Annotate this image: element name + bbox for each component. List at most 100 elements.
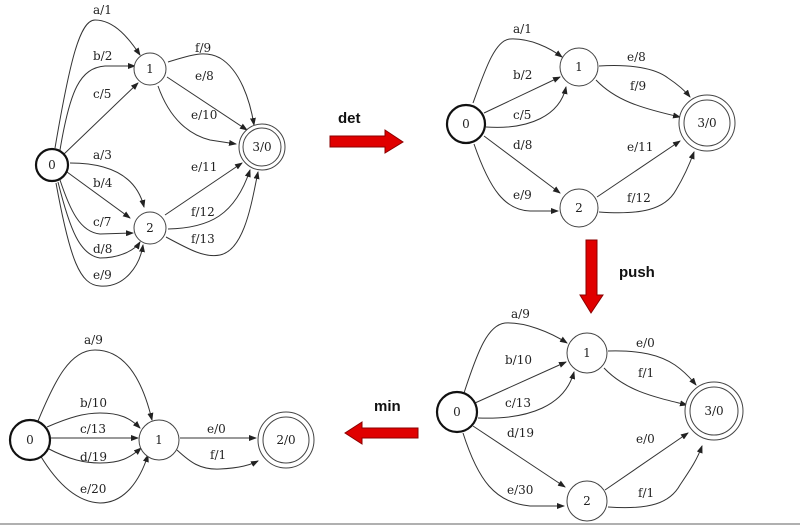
edge-label: e/11 [627,140,653,154]
edge [54,19,141,149]
state-label: 1 [575,60,583,74]
edge-label: b/2 [513,68,532,82]
edge [472,38,563,104]
state-2 [133,211,167,245]
edge [598,65,691,98]
edge [598,151,695,214]
edge [463,322,568,394]
edge [477,371,576,419]
push-label: push [619,264,655,281]
edge-label: b/2 [93,49,112,63]
edge-label: a/3 [93,148,112,162]
edge-label: f/9 [630,79,646,93]
edge-label: c/13 [505,396,531,410]
edge-label: c/5 [513,108,531,122]
bottom-divider [0,523,800,525]
edge [39,454,149,504]
state-label: 0 [48,158,56,172]
det-label: det [338,110,361,127]
edge-label: a/1 [513,22,532,36]
graph-original: 0 1 2 3/0 a/1 b/2 c/5 a/3 b/4 c/7 d/8 e/… [34,3,286,287]
edge-label: a/1 [93,3,112,17]
state-0 [8,418,52,462]
edge-label: f/9 [195,41,211,55]
edge-label: a/9 [511,307,530,321]
edge [167,169,251,230]
edge-label: b/4 [93,176,113,190]
state-0 [34,147,70,183]
edge [607,350,697,386]
state-label: 3/0 [697,116,716,130]
state-label: 0 [26,433,34,447]
state-1 [138,419,180,461]
state-label: 1 [146,62,154,76]
edge-label: e/8 [195,69,214,83]
state-label: 2 [146,221,154,235]
edge [483,135,561,194]
state-label: 2 [575,201,583,215]
graph-determinized: 0 1 2 3/0 a/1 b/2 c/5 d/8 e/9 e/8 f/9 e/… [445,22,736,228]
edge [485,86,568,128]
edge-label: b/10 [80,396,107,410]
edge-label: e/0 [636,336,655,350]
state-label: 1 [155,433,163,447]
edge-label: c/5 [93,87,111,101]
edge [604,432,689,491]
edge [596,140,681,198]
state-0 [435,390,479,434]
right-arrow-icon [329,129,404,154]
edge-label: f/1 [638,486,654,500]
state-2 [559,188,599,228]
state-label: 3/0 [252,140,271,154]
edge [607,445,703,509]
edge [46,447,142,464]
state-label: 0 [462,117,470,131]
edge-label: f/12 [627,191,651,205]
edge [59,179,134,237]
edge [59,63,136,151]
edge-label: b/10 [505,353,532,367]
edge-label: e/10 [191,108,217,122]
edge [157,85,237,146]
edge [474,361,567,404]
edge-label: f/1 [210,448,226,462]
edge [164,162,243,216]
graph-minimized: 0 1 2/0 a/9 b/10 c/13 d/19 e/20 e/0 f/1 [8,333,315,504]
edge-label: c/13 [80,422,106,436]
state-1 [133,52,167,86]
state-label: 2/0 [276,433,295,447]
state-label: 3/0 [704,404,723,418]
state-2 [566,480,608,522]
edge-label: a/9 [84,333,103,347]
edge-label: f/13 [191,232,215,246]
edge-label: c/7 [93,215,111,229]
edge-label: d/19 [507,426,534,440]
edge [66,171,131,219]
edge [473,143,559,214]
state-0 [445,103,487,145]
edge [46,412,141,429]
edge [37,349,154,422]
det-operation: det [329,110,404,154]
edge [603,367,688,407]
edge-label: e/11 [191,160,217,174]
edge-label: e/8 [627,50,646,64]
edge-label: e/0 [207,422,226,436]
edge [62,82,139,156]
edge [595,79,681,119]
final-state-inner [689,386,739,436]
graph-pushed: 0 1 2 3/0 a/9 b/10 c/13 d/19 e/30 e/0 f/… [435,307,744,522]
state-1 [559,47,599,87]
edge-label: e/9 [93,268,112,282]
edge-label: e/0 [636,432,655,446]
edge [69,162,146,208]
state-label: 1 [583,346,591,360]
edge-label: d/19 [80,450,107,464]
final-state-inner [683,99,731,147]
edge-label: f/1 [638,366,654,380]
state-1 [566,332,608,374]
min-label: min [374,398,401,415]
edge [167,53,256,126]
edge [462,432,565,509]
